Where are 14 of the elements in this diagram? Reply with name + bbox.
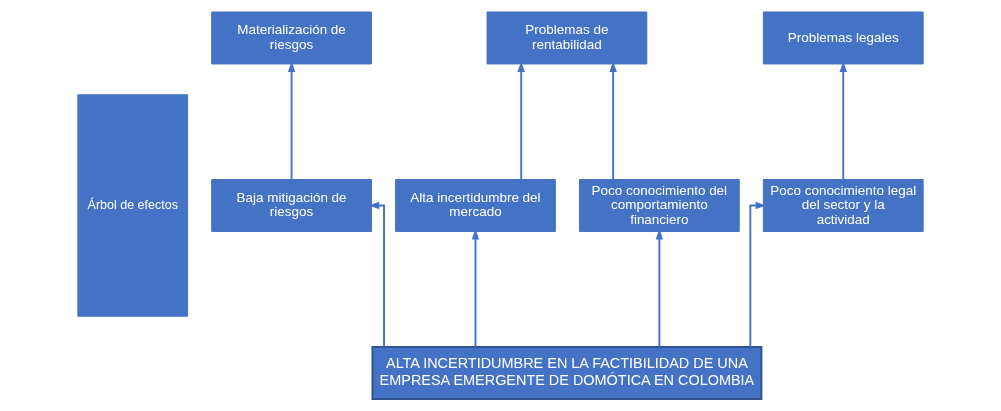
arrow bbox=[287, 61, 296, 181]
node-box: Materialización de riesgos bbox=[211, 11, 372, 65]
arrow bbox=[609, 61, 617, 181]
node-box: Problemas de rentabilidad bbox=[486, 11, 648, 65]
node-box: Árbol de efectos bbox=[77, 94, 189, 317]
node-box: Poco conocimiento legal del sector y la actividad bbox=[762, 179, 924, 232]
arrow bbox=[839, 61, 847, 181]
node-box: Problemas legales bbox=[762, 11, 924, 65]
node-box: Baja mitigación de riesgos bbox=[211, 179, 372, 232]
node-box: Alta incertidumbre del mercado bbox=[395, 179, 556, 232]
node-box: Poco conocimiento del comportamiento financiero bbox=[578, 179, 740, 232]
arrow bbox=[517, 61, 525, 181]
arrow bbox=[749, 201, 767, 348]
node-box: ALTA INCERTIDUMBRE EN LA FACTIBILIDAD DE UNA EMPRESA EMERGENTE DE DOMÓTICA EN COLOMBIA bbox=[371, 346, 763, 400]
